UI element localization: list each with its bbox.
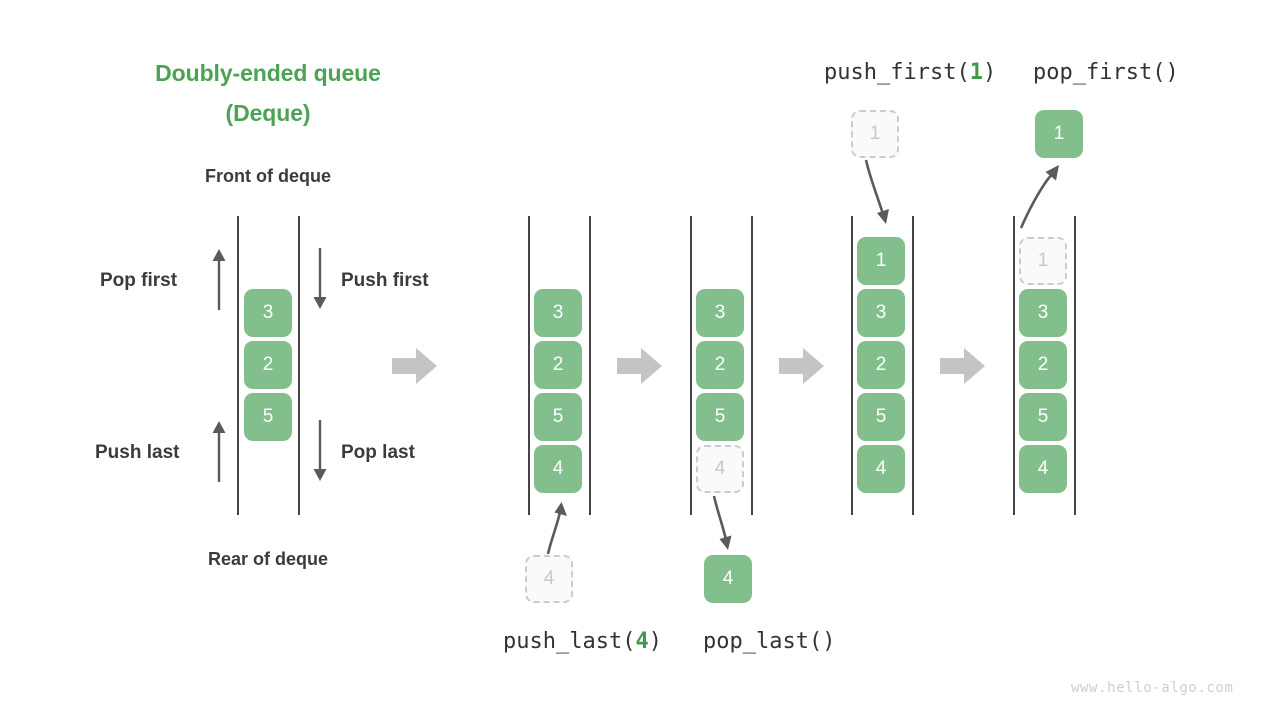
incoming-ghost-item: 4 [525,555,573,603]
op-arg: 4 [635,629,649,654]
rear-of-deque-label: Rear of deque [207,549,329,569]
op-name: pop_first [1033,60,1153,85]
deque-item: 2 [534,341,582,389]
deque-item: 5 [534,393,582,441]
deque-item: 2 [1019,341,1067,389]
deque-item: 3 [1019,289,1067,337]
deque-item: 5 [244,393,292,441]
removed-ghost-item: 4 [696,445,744,493]
deque-rail-left-4 [1013,216,1015,515]
deque-rail-right-0 [298,216,300,515]
push-first-label: Push first [341,270,429,291]
op-paren-open: ( [808,629,823,654]
pop-last-label: Pop last [341,442,415,463]
deque-rail-left-3 [851,216,853,515]
deque-item: 5 [696,393,744,441]
deque-rail-left-0 [237,216,239,515]
watermark: www.hello-algo.com [1071,680,1234,696]
op-name: push_first [824,60,957,85]
deque-rail-right-4 [1074,216,1076,515]
removed-ghost-item: 1 [1019,237,1067,285]
deque-rail-right-2 [751,216,753,515]
deque-item: 2 [244,341,292,389]
push-first-caption: push_first(1) [824,60,996,85]
deque-item: 5 [1019,393,1067,441]
push-first-arrow-icon [313,248,327,309]
deque-rail-right-3 [912,216,914,515]
deque-item: 3 [696,289,744,337]
op-paren-open: ( [956,60,970,85]
push-last-caption: push_last(4) [503,629,662,654]
deque-rail-left-2 [690,216,692,515]
deque-rail-left-1 [528,216,530,515]
popped-item: 4 [704,555,752,603]
deque-item: 2 [696,341,744,389]
push-last-flow-arrow-icon [546,502,567,555]
pop-last-flow-arrow-icon [712,495,732,550]
deque-item: 2 [857,341,905,389]
front-of-deque-label: Front of deque [205,166,331,186]
op-paren-close: ) [1165,60,1179,85]
popped-item: 1 [1035,110,1083,158]
pop-first-flow-arrow-icon [1019,165,1059,229]
flow-arrow-icon [392,348,437,384]
deque-rail-right-1 [589,216,591,515]
deque-item: 4 [1019,445,1067,493]
op-paren-close: ) [648,629,662,654]
diagram-title-line1: Doubly-ended queue [155,60,381,86]
deque-item: 3 [857,289,905,337]
op-paren-open: ( [1152,60,1166,85]
pop-first-arrow-icon [212,249,226,310]
pop-first-label: Pop first [100,270,178,291]
op-name: push_last [503,629,623,654]
op-name: pop_last [703,629,809,654]
push-first-flow-arrow-icon [864,159,889,224]
diagram-title-line2: (Deque) [225,100,311,126]
deque-item: 3 [244,289,292,337]
flow-arrow-icon [779,348,824,384]
deque-item-new: 1 [857,237,905,285]
deque-item: 5 [857,393,905,441]
pop-first-caption: pop_first() [1033,60,1179,85]
op-paren-close: ) [822,629,836,654]
deque-item-new: 4 [534,445,582,493]
flow-arrow-icon [617,348,662,384]
push-last-label: Push last [95,442,180,463]
push-last-arrow-icon [212,421,226,482]
incoming-ghost-item: 1 [851,110,899,158]
flow-arrow-icon [940,348,985,384]
op-paren-close: ) [982,60,997,85]
op-paren-open: ( [622,629,636,654]
pop-last-caption: pop_last() [703,629,835,654]
deque-item: 4 [857,445,905,493]
pop-last-arrow-icon [313,420,327,481]
op-arg: 1 [969,60,983,85]
deque-item: 3 [534,289,582,337]
